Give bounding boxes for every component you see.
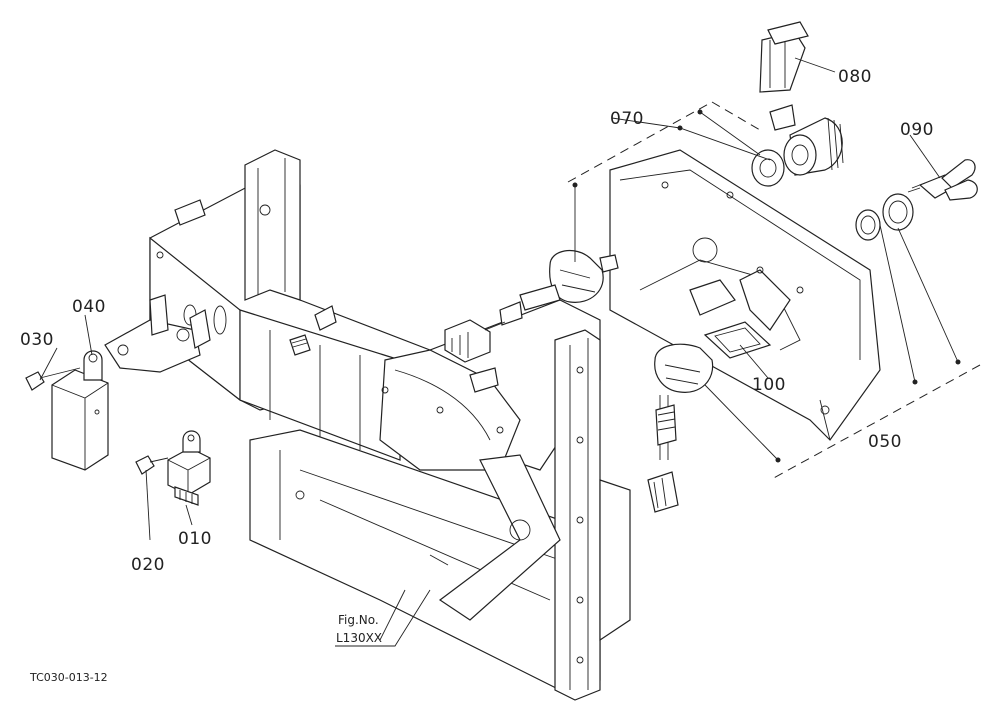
leader-dots	[572, 109, 961, 463]
bolt-030	[25, 367, 81, 391]
ignition-keys-090	[907, 159, 978, 201]
mounting-bracket-040	[104, 294, 227, 373]
callout-010: 010	[178, 529, 212, 549]
callout-030: 030	[20, 330, 54, 350]
key-switch-body	[499, 249, 619, 326]
callout-080: 080	[838, 67, 872, 87]
callout-020: 020	[131, 555, 165, 575]
callout-040: 040	[72, 297, 106, 317]
mounting-plate-100	[703, 321, 772, 359]
relay-010	[167, 430, 211, 506]
callout-100: 100	[752, 375, 786, 395]
glow-switch	[647, 343, 714, 513]
figure-reference: Fig.No. L130XX	[335, 589, 431, 647]
washer-ring	[855, 193, 914, 241]
callout-090: 090	[900, 120, 934, 140]
group-boundary-050	[567, 101, 981, 481]
key-switch-housing	[609, 149, 881, 441]
figure-ref-number: L130XX	[336, 631, 382, 645]
bolt-020	[135, 455, 169, 475]
callout-070: 070	[610, 109, 644, 129]
flasher-unit	[51, 350, 109, 471]
callout-050: 050	[868, 432, 902, 452]
bezel-070	[769, 104, 844, 176]
connector-plug	[444, 319, 506, 363]
drawing-code: TC030-013-12	[29, 671, 108, 684]
main-frame	[149, 149, 631, 701]
switch-cap-080	[759, 21, 809, 93]
figure-ref-label: Fig.No.	[338, 613, 379, 627]
